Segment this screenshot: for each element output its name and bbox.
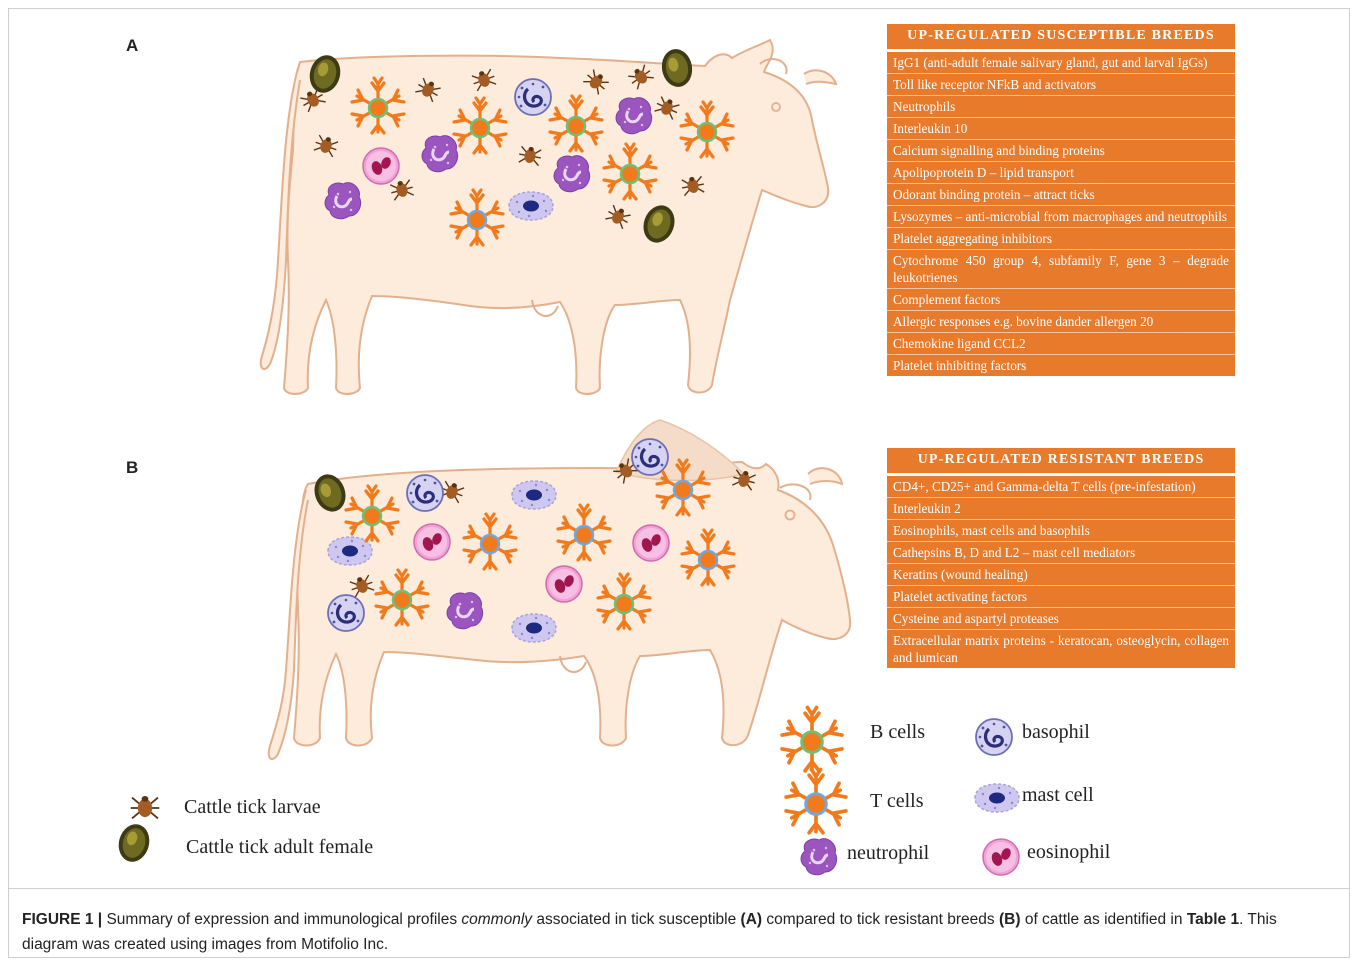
legend-larva-icon (131, 796, 160, 818)
caption-ref-b: (B) (999, 911, 1021, 928)
resistant-box: UP-REGULATED RESISTANT BREEDS CD4+, CD25… (887, 448, 1235, 668)
list-item: Interleukin 2 (887, 498, 1235, 520)
mast-cell-b3 (512, 614, 556, 642)
list-item: Platelet aggregating inhibitors (887, 228, 1235, 250)
legend-label-basophil: basophil (1022, 721, 1090, 744)
list-item: Keratins (wound healing) (887, 564, 1235, 586)
caption-table-ref: Table 1 (1187, 911, 1239, 928)
susceptible-header: UP-REGULATED SUSCEPTIBLE BREEDS (887, 24, 1235, 49)
legend-label-t-cells: T cells (870, 790, 924, 813)
panel-label-b: B (126, 458, 138, 478)
basophil-a1 (515, 79, 551, 115)
resistant-header: UP-REGULATED RESISTANT BREEDS (887, 448, 1235, 473)
list-item: Allergic responses e.g. bovine dander al… (887, 311, 1235, 333)
basophil-b3 (328, 595, 364, 631)
list-item: Cysteine and aspartyl proteases (887, 608, 1235, 630)
list-item: Platelet inhibiting factors (887, 355, 1235, 376)
legend-mast-cell-icon (975, 784, 1019, 812)
caption-text: of cattle as identified in (1021, 911, 1187, 928)
legend-t-cell-icon (786, 770, 846, 833)
caption-text: Summary of expression and immunological … (102, 911, 461, 928)
list-item: CD4+, CD25+ and Gamma-delta T cells (pre… (887, 476, 1235, 498)
legend-basophil-icon (976, 719, 1012, 755)
list-item: Cytochrome 450 group 4, subfamily F, gen… (887, 250, 1235, 289)
caption-figure-label: FIGURE 1 | (22, 911, 102, 928)
list-item: Interleukin 10 (887, 118, 1235, 140)
eosinophil-b3 (546, 566, 582, 602)
neutrophil-a4 (616, 98, 652, 134)
resistant-list: CD4+, CD25+ and Gamma-delta T cells (pre… (887, 476, 1235, 668)
list-item: Apolipoprotein D – lipid transport (887, 162, 1235, 184)
list-item: Lysozymes – anti-microbial from macropha… (887, 206, 1235, 228)
legend-b-cell-icon (782, 708, 842, 771)
mast-cell-a1 (509, 192, 553, 220)
basophil-b2 (632, 439, 668, 475)
list-item: Cathepsins B, D and L2 – mast cell media… (887, 542, 1235, 564)
neutrophil-a1 (422, 136, 458, 172)
caption-italic: commonly (461, 911, 532, 928)
list-item: Complement factors (887, 289, 1235, 311)
legend-label-eosinophil: eosinophil (1027, 841, 1110, 864)
neutrophil-a2 (325, 183, 361, 219)
neutrophil-a3 (554, 156, 590, 192)
legend-neutrophil-icon (801, 839, 837, 875)
susceptible-box: UP-REGULATED SUSCEPTIBLE BREEDS IgG1 (an… (887, 24, 1235, 376)
list-item: Extracellular matrix proteins - keratoca… (887, 630, 1235, 668)
list-item: Eosinophils, mast cells and basophils (887, 520, 1235, 542)
list-item: Platelet activating factors (887, 586, 1235, 608)
susceptible-list: IgG1 (anti-adult female salivary gland, … (887, 52, 1235, 376)
caption-text: associated in tick susceptible (532, 911, 741, 928)
panel-label-a: A (126, 36, 138, 56)
legend-label-neutrophil: neutrophil (847, 842, 929, 865)
legend-label-mast-cell: mast cell (1022, 784, 1094, 807)
list-item: IgG1 (anti-adult female salivary gland, … (887, 52, 1235, 74)
eosinophil-b2 (633, 525, 669, 561)
legend-label-tick-adult: Cattle tick adult female (186, 836, 373, 859)
basophil-b1 (407, 475, 443, 511)
legend-label-b-cells: B cells (870, 721, 925, 744)
legend-adult-tick-icon (115, 821, 154, 865)
list-item: Chemokine ligand CCL2 (887, 333, 1235, 355)
list-item: Calcium signalling and binding proteins (887, 140, 1235, 162)
legend-label-tick-larvae: Cattle tick larvae (184, 796, 321, 819)
eosinophil-a1 (363, 148, 399, 184)
list-item: Odorant binding protein – attract ticks (887, 184, 1235, 206)
list-item: Neutrophils (887, 96, 1235, 118)
figure-caption: FIGURE 1 | Summary of expression and imm… (8, 888, 1350, 958)
legend-eosinophil-icon (983, 839, 1019, 875)
caption-ref-a: (A) (741, 911, 763, 928)
caption-text: compared to tick resistant breeds (762, 911, 999, 928)
list-item: Toll like receptor NFkB and activators (887, 74, 1235, 96)
eosinophil-b1 (414, 524, 450, 560)
mast-cell-b1 (512, 481, 556, 509)
neutrophil-b1 (447, 593, 483, 629)
